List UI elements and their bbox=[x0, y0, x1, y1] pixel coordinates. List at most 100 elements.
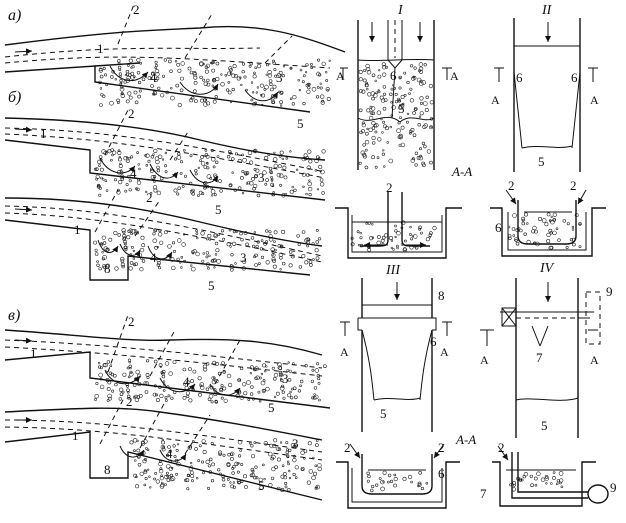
sediment-dot bbox=[426, 149, 432, 154]
sediment-dot bbox=[371, 73, 376, 78]
sediment-dot bbox=[133, 449, 136, 453]
sediment-dot bbox=[194, 99, 198, 103]
sediment-dot bbox=[381, 235, 386, 240]
sediment-dot bbox=[272, 157, 278, 162]
sediment-dot bbox=[205, 387, 210, 391]
sediment-dot bbox=[242, 259, 247, 264]
sediment-dot bbox=[179, 88, 184, 93]
sediment-dot bbox=[104, 179, 108, 182]
sediment-dot bbox=[295, 168, 299, 172]
sediment-dot bbox=[285, 450, 289, 454]
sediment-dot bbox=[285, 454, 290, 458]
sediment-dot bbox=[197, 194, 200, 197]
sediment-dot bbox=[425, 95, 429, 100]
sediment-dot bbox=[161, 158, 165, 161]
num-4: 4 bbox=[166, 446, 173, 461]
sediment-dot bbox=[116, 101, 120, 105]
sediment-dot bbox=[359, 130, 363, 135]
sediment-dot bbox=[121, 390, 125, 394]
sediment-dot bbox=[555, 227, 559, 230]
sediment-dot bbox=[119, 78, 123, 83]
sediment-dot bbox=[250, 467, 255, 472]
sediment-dot bbox=[390, 246, 393, 249]
sediment-dot bbox=[128, 58, 133, 63]
sediment-dot bbox=[571, 228, 575, 231]
sediment-dot bbox=[164, 164, 168, 168]
sediment-dot bbox=[270, 87, 274, 92]
sediment-dot bbox=[279, 268, 282, 271]
sediment-dot bbox=[369, 236, 374, 241]
sediment-dot bbox=[393, 476, 398, 482]
sediment-dot bbox=[293, 395, 298, 400]
sediment-dot bbox=[202, 78, 206, 82]
sediment-dot bbox=[518, 228, 523, 233]
sediment-dot bbox=[512, 213, 517, 218]
sediment-dot bbox=[252, 91, 255, 94]
num-6: 6 bbox=[430, 334, 437, 349]
sediment-dot bbox=[141, 243, 146, 248]
sediment-dot bbox=[222, 370, 226, 374]
sediment-dot bbox=[192, 89, 197, 94]
sediment-dot bbox=[214, 379, 219, 384]
sediment-dot bbox=[398, 86, 402, 90]
sediment-dot bbox=[558, 471, 564, 476]
sediment-dot bbox=[523, 232, 527, 236]
label-a: а) bbox=[8, 7, 21, 24]
sediment-dot bbox=[136, 70, 141, 75]
sediment-dot bbox=[422, 124, 427, 129]
sediment-dot bbox=[276, 457, 281, 462]
sediment-dot bbox=[272, 258, 277, 263]
sediment-dot bbox=[403, 239, 407, 243]
sediment-dot bbox=[183, 383, 186, 386]
sediment-dot bbox=[253, 231, 257, 234]
sediment-dot bbox=[238, 454, 242, 458]
sediment-dot bbox=[228, 382, 233, 388]
sediment-dot bbox=[151, 72, 155, 76]
sediment-dot bbox=[127, 396, 131, 400]
sediment-dot bbox=[230, 253, 234, 257]
sediment-dot bbox=[274, 465, 278, 470]
sediment-dot bbox=[137, 94, 141, 99]
sediment-dot bbox=[251, 454, 256, 459]
sediment-dot bbox=[173, 455, 177, 459]
num-5: 5 bbox=[538, 154, 545, 169]
sediment-dot bbox=[265, 260, 270, 265]
sediment-dot bbox=[212, 99, 217, 104]
sediment-dot bbox=[200, 161, 206, 166]
sediment-dot bbox=[206, 78, 210, 82]
sediment-dot bbox=[134, 229, 137, 232]
sediment-dot bbox=[371, 135, 376, 141]
sediment-dot bbox=[428, 233, 432, 237]
sediment-dot bbox=[251, 176, 255, 181]
sediment-dot bbox=[358, 69, 363, 74]
sediment-dot bbox=[190, 479, 194, 483]
sediment-dot bbox=[365, 131, 369, 136]
sediment-dot bbox=[281, 229, 286, 234]
sediment-dot bbox=[215, 76, 220, 82]
sediment-dot bbox=[569, 238, 574, 242]
sediment-dot bbox=[371, 121, 376, 126]
sediment-dot bbox=[419, 154, 423, 158]
sediment-dot bbox=[521, 218, 525, 222]
sediment-dot bbox=[125, 156, 129, 159]
pump-icon bbox=[587, 484, 609, 504]
sediment-dot bbox=[417, 122, 421, 127]
num-6: 6 bbox=[495, 220, 502, 235]
sediment-dot bbox=[134, 394, 138, 399]
sediment-dot bbox=[257, 262, 261, 266]
sediment-dot bbox=[414, 108, 418, 111]
sediment-dot bbox=[222, 483, 226, 488]
section-a-left: А bbox=[336, 69, 345, 83]
sediment-dot bbox=[514, 238, 518, 242]
sediment-dot bbox=[94, 398, 97, 401]
sediment-dot bbox=[98, 164, 101, 167]
sediment-dot bbox=[312, 258, 315, 261]
sediment-dot bbox=[559, 481, 562, 485]
sediment-dot bbox=[273, 438, 278, 443]
sediment-dot bbox=[239, 449, 242, 452]
sediment-dot bbox=[369, 111, 374, 115]
sediment-dot bbox=[368, 127, 373, 133]
sediment-dot bbox=[118, 68, 122, 71]
sediment-dot bbox=[227, 71, 232, 76]
sediment-dot bbox=[98, 155, 103, 159]
